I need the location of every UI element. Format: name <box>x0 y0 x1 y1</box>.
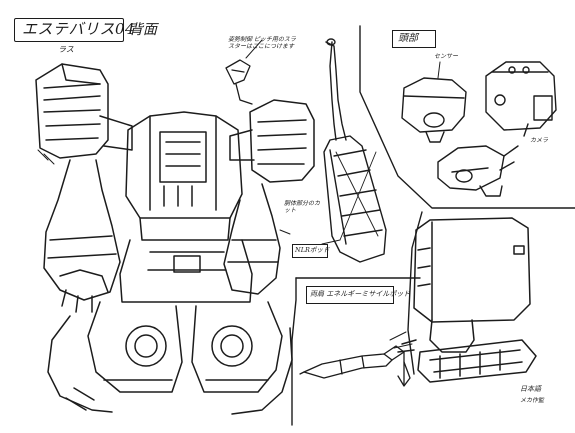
thruster-part <box>225 39 263 105</box>
signature: 日本語 <box>520 385 541 393</box>
camera-label: カメラ <box>530 137 549 144</box>
pod-small-label: NLRポッド <box>295 246 330 254</box>
pod-section-label: 両肩 エネルギーミサイルポッド <box>310 290 411 298</box>
sheet-title: エステバリス04 <box>22 20 136 38</box>
missile-sketch <box>299 331 413 387</box>
callout-lines <box>279 229 341 245</box>
pod-small-frame <box>292 244 328 258</box>
sensor-label: センサー <box>434 53 459 60</box>
cut-note: 胴体部分のカット <box>284 200 321 215</box>
section-header-frame <box>392 30 436 48</box>
head-parts <box>401 61 557 197</box>
section-header: 頭部 <box>398 33 418 44</box>
panel-dividers <box>291 25 575 426</box>
sheet-subtitle: 背面 <box>129 22 157 38</box>
title-note: ラス <box>58 45 74 54</box>
title-frame <box>14 18 124 42</box>
missile-pod-vertical <box>323 38 387 263</box>
pod-section-frame <box>306 286 394 304</box>
signature-note: メカ作監 <box>520 397 545 404</box>
part-callout-note: 姿勢制御 ピッチ用のスラスターはここにつけます <box>228 36 296 51</box>
mecha-back-view <box>35 63 315 415</box>
shoulder-missile-pod <box>397 217 537 383</box>
